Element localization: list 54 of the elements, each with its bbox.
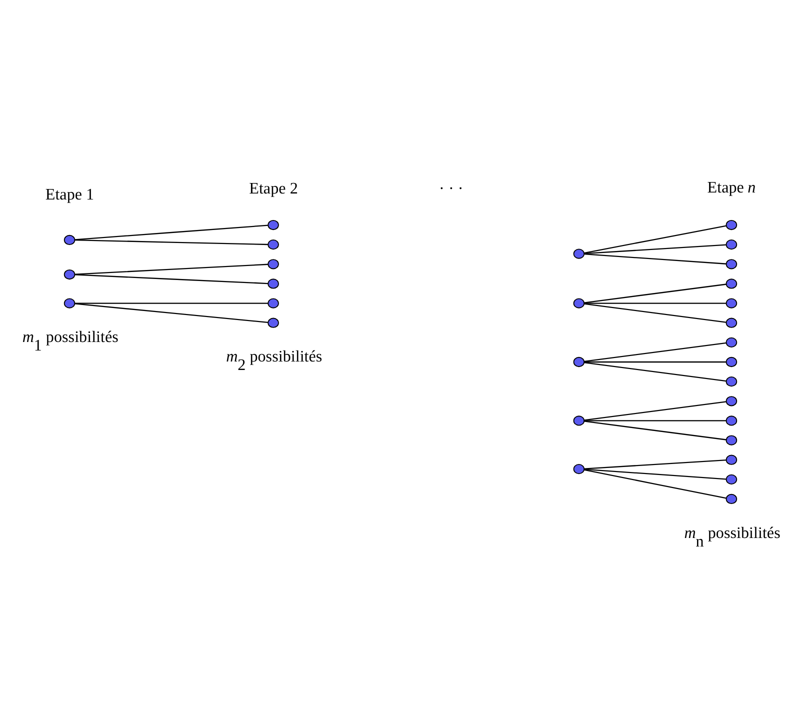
node-circle: [726, 474, 738, 484]
node-circle: [726, 356, 738, 368]
node-circle: [64, 234, 76, 246]
node-circle: [268, 240, 279, 250]
node-circle: [268, 298, 279, 308]
node-circle: [726, 337, 738, 348]
label: · · ·: [439, 180, 464, 198]
connector: [584, 362, 726, 382]
node-circle: [64, 269, 76, 280]
connector: [584, 244, 726, 254]
node-circle: [268, 259, 279, 270]
node-circle: [268, 318, 279, 328]
connector: [74, 303, 268, 324]
connector: [74, 264, 268, 275]
node-circle: [726, 259, 738, 270]
node-circle: [573, 464, 585, 474]
connector: [74, 302, 268, 304]
connector: [74, 240, 268, 246]
connector: [584, 420, 726, 440]
connector: [584, 342, 726, 362]
connector: [584, 420, 726, 422]
connector: [584, 401, 726, 421]
node-circle: [726, 318, 738, 328]
node-circle: [573, 248, 585, 259]
node-circle: [726, 278, 738, 289]
node-circle: [726, 494, 738, 504]
connector: [74, 274, 268, 284]
connector: [584, 225, 726, 254]
connector: [584, 284, 726, 304]
connector: [584, 302, 726, 304]
label: Etape 1: [45, 186, 94, 204]
label: Etape n: [707, 179, 756, 196]
node-circle: [726, 220, 738, 230]
label: Etape 2: [249, 180, 298, 198]
connector: [584, 469, 726, 499]
node-circle: [573, 416, 585, 426]
connector: [584, 468, 726, 480]
node-circle: [268, 278, 279, 289]
connector: [584, 254, 726, 264]
node-circle: [726, 396, 738, 406]
connector: [584, 361, 726, 363]
node-circle: [64, 298, 76, 308]
node-circle: [726, 376, 738, 387]
connector: [584, 303, 726, 323]
node-circle: [726, 240, 738, 250]
node-circle: [726, 298, 738, 308]
node-circle: [726, 416, 738, 426]
node-circle: [573, 356, 585, 368]
node-circle: [573, 298, 585, 308]
connector: [584, 460, 726, 470]
node-circle: [726, 454, 738, 465]
connector: [74, 224, 268, 240]
node-circle: [726, 435, 738, 446]
node-circle: [268, 220, 279, 230]
